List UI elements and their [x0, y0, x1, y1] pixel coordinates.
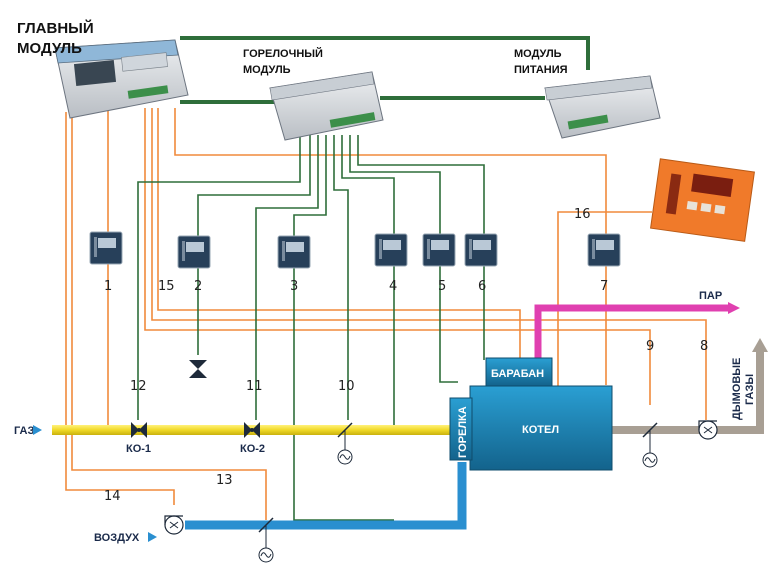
air-label: ВОЗДУХ — [94, 532, 140, 544]
air-pipe — [185, 462, 467, 530]
burner-module-title-line2: МОДУЛЬ — [243, 64, 291, 76]
main-module-title-line2: МОДУЛЬ — [17, 40, 82, 57]
steam-label: ПАР — [699, 290, 722, 302]
sensor-number-2: 2 — [194, 279, 202, 294]
line-number-14: 14 — [104, 489, 121, 504]
sensor-number-4: 4 — [389, 279, 397, 294]
sensor-5 — [422, 233, 456, 267]
valve-ko2-icon — [244, 422, 260, 438]
boiler — [469, 385, 613, 471]
flue-label-line1: ДЫМОВЫЕ — [731, 358, 743, 420]
valve-ko2-label: КО-2 — [240, 443, 265, 455]
line-number-12: 12 — [130, 379, 147, 394]
line-number-9: 9 — [646, 339, 654, 354]
flue-stack — [715, 352, 764, 434]
burner — [449, 397, 473, 461]
orange-wires — [65, 108, 707, 520]
gas-arrow — [33, 425, 42, 435]
line-number-11: 11 — [246, 379, 263, 394]
gas-damper-icon — [337, 422, 353, 465]
sensor-number-7: 7 — [600, 279, 608, 294]
sensor-7 — [587, 233, 621, 267]
sensor-4 — [374, 233, 408, 267]
drum — [485, 357, 553, 387]
burner-module-title-line1: ГОРЕЛОЧНЫЙ — [243, 47, 323, 60]
steam-arrow — [728, 302, 740, 314]
main-module-title-line1: ГЛАВНЫЙ — [17, 19, 94, 37]
steam-pipe — [534, 304, 728, 360]
sensor-units — [89, 231, 621, 269]
sensor-number-1: 1 — [104, 279, 112, 294]
burner-label: ГОРЕЛКА — [457, 406, 469, 458]
line-number-10: 10 — [338, 379, 355, 394]
flue-arrow — [752, 338, 768, 352]
power-module — [544, 75, 661, 139]
valve-ko1-icon — [131, 422, 147, 438]
line-number-16: 16 — [574, 207, 591, 222]
sensor-number-6: 6 — [478, 279, 486, 294]
sensor-1 — [89, 231, 123, 265]
boiler-label: КОТЕЛ — [522, 424, 559, 436]
gas-label: ГАЗ — [14, 425, 34, 437]
burner-module — [269, 71, 384, 141]
power-module-title-line2: ПИТАНИЯ — [514, 64, 568, 76]
module-bus — [180, 36, 590, 104]
flue-label-line2: ГАЗЫ — [744, 374, 756, 405]
main-module — [54, 39, 189, 119]
air-arrow — [148, 532, 157, 542]
drum-label: БАРАБАН — [491, 368, 544, 380]
line-number-15: 15 — [158, 279, 175, 294]
air-damper-icon — [258, 517, 274, 563]
sensor-number-5: 5 — [438, 279, 446, 294]
green-wires — [137, 135, 485, 521]
flue-fan-icon — [698, 420, 718, 440]
air-fan-icon — [164, 515, 184, 535]
sensor-2 — [177, 235, 211, 269]
sensor-3 — [277, 235, 311, 269]
flue-damper-icon — [642, 422, 658, 468]
line-number-8: 8 — [700, 339, 708, 354]
sensor-number-3: 3 — [290, 279, 298, 294]
valve-ko1-label: КО-1 — [126, 443, 151, 455]
operator-panel — [650, 158, 755, 242]
sensor-6 — [464, 233, 498, 267]
vertical-valve-icon — [189, 360, 207, 378]
line-number-13: 13 — [216, 473, 233, 488]
power-module-title-line1: МОДУЛЬ — [514, 48, 562, 60]
